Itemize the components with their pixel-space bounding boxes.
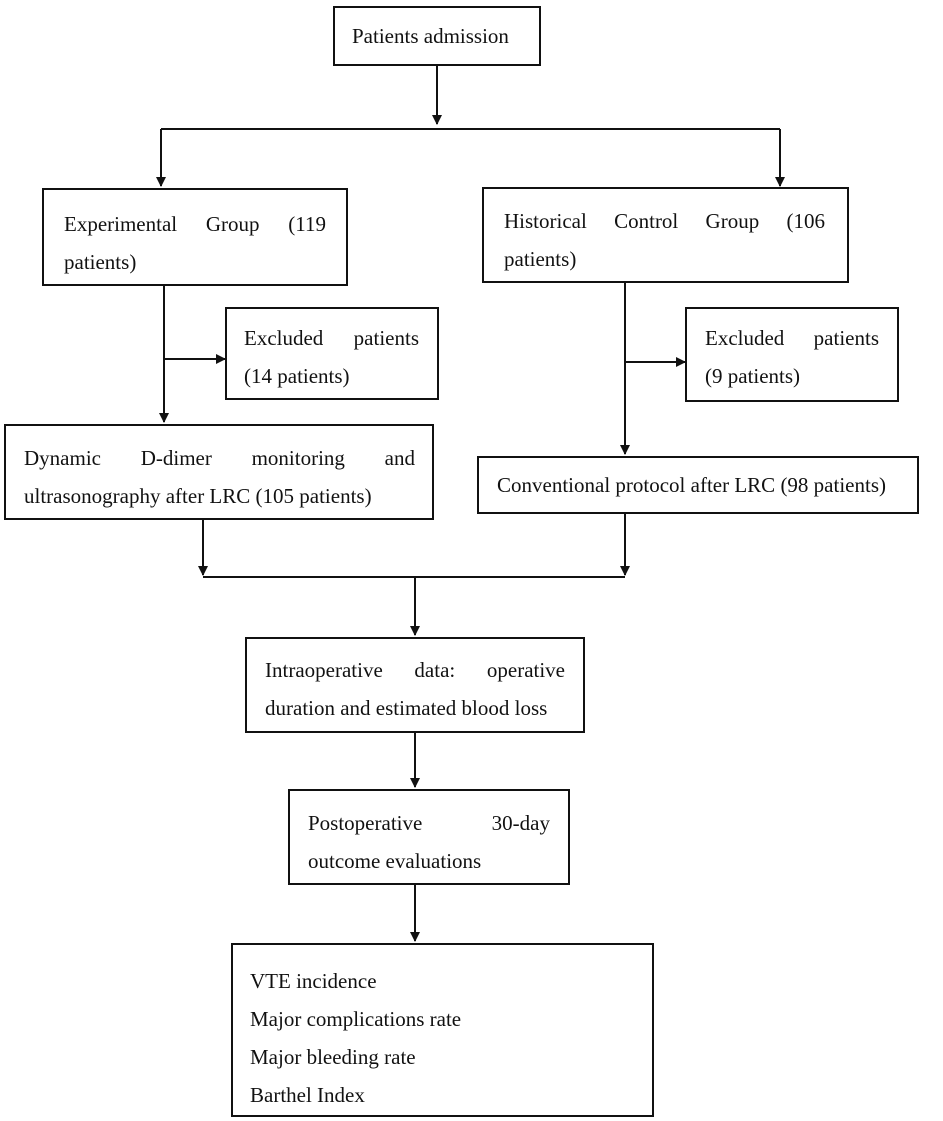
outcome-item-barthel: Barthel Index — [250, 1083, 365, 1107]
dynamic-line1: Dynamic D-dimer monitoring and — [24, 446, 415, 470]
conventional-text: Conventional protocol after LRC (98 pati… — [497, 473, 886, 497]
dynamic-ddimer-box: Dynamic D-dimer monitoring and ultrasono… — [4, 424, 434, 520]
conventional-protocol-box: Conventional protocol after LRC (98 pati… — [477, 456, 919, 514]
patients-admission-text: Patients admission — [352, 24, 509, 48]
patients-admission-box: Patients admission — [333, 6, 541, 66]
experimental-group-line1: Experimental Group (119 — [64, 212, 326, 236]
postoperative-line2: outcome evaluations — [308, 849, 482, 873]
outcome-item-complications: Major complications rate — [250, 1007, 462, 1031]
excluded-right-line2: (9 patients) — [705, 364, 801, 388]
outcome-item-vte: VTE incidence — [250, 969, 377, 993]
excluded-left-box: Excluded patients (14 patients) — [225, 307, 439, 400]
intraoperative-line2: duration and estimated blood loss — [265, 696, 548, 720]
historical-control-group-box: Historical Control Group (106 patients) — [482, 187, 849, 283]
experimental-group-line2: patients) — [64, 250, 137, 274]
experimental-group-box: Experimental Group (119 patients) — [42, 188, 348, 286]
excluded-left-line2: (14 patients) — [244, 364, 350, 388]
intraoperative-line1: Intraoperative data: operative — [265, 658, 565, 682]
postoperative-line1: Postoperative 30-day — [308, 811, 550, 835]
control-group-line1: Historical Control Group (106 — [504, 209, 825, 233]
intraoperative-data-box: Intraoperative data: operative duration … — [245, 637, 585, 733]
excluded-right-box: Excluded patients (9 patients) — [685, 307, 899, 402]
postoperative-evaluation-box: Postoperative 30-day outcome evaluations — [288, 789, 570, 885]
outcome-item-bleeding: Major bleeding rate — [250, 1045, 416, 1069]
outcomes-box: VTE incidence Major complications rate M… — [231, 943, 654, 1117]
excluded-left-line1: Excluded patients — [244, 326, 419, 350]
control-group-line2: patients) — [504, 247, 577, 271]
excluded-right-line1: Excluded patients — [705, 326, 879, 350]
dynamic-line2: ultrasonography after LRC (105 patients) — [24, 484, 372, 508]
